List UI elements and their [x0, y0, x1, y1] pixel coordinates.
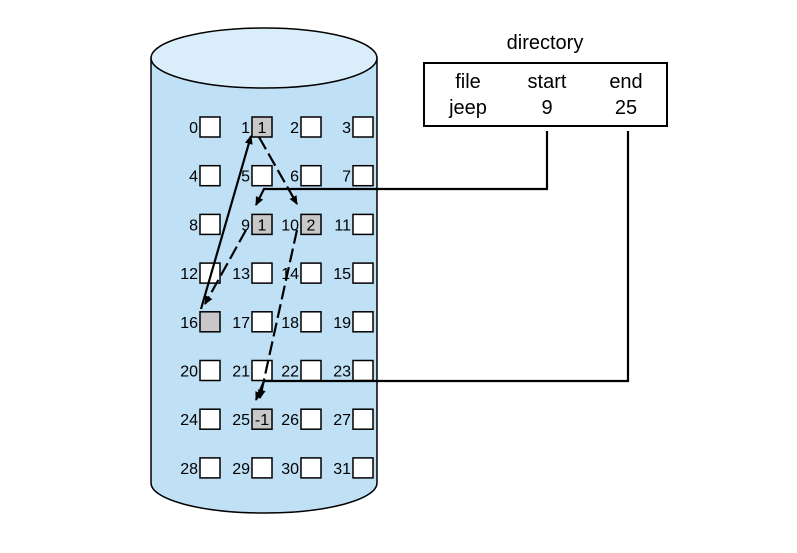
block-number-13: 13: [232, 266, 250, 283]
block-number-15: 15: [333, 266, 351, 283]
block-number-23: 23: [333, 364, 351, 381]
block-pointer-9: 1: [258, 217, 267, 234]
block-number-4: 4: [189, 169, 198, 186]
block-21: [251, 359, 273, 382]
block-number-6: 6: [290, 169, 299, 186]
link-arrow-10-to-25: [257, 229, 299, 399]
block-19: [352, 311, 374, 333]
block-number-31: 31: [333, 461, 351, 478]
block-26: [300, 408, 322, 430]
link-arrow-9-to-16: [204, 229, 247, 305]
block-14: [300, 262, 322, 284]
block-number-21: 21: [232, 364, 250, 381]
block-number-11: 11: [334, 217, 351, 234]
block-20: [199, 359, 221, 382]
directory-header-end: end: [609, 71, 642, 93]
block-number-18: 18: [281, 315, 299, 332]
block-number-17: 17: [232, 315, 250, 332]
block-25: [251, 408, 273, 430]
pointer-arrows: [199, 131, 630, 401]
directory-table: [423, 62, 668, 127]
block-pointer-10: 2: [307, 217, 316, 234]
block-13: [251, 262, 273, 284]
block-10: [300, 213, 322, 236]
block-number-7: 7: [342, 169, 351, 186]
block-number-20: 20: [180, 364, 198, 381]
block-28: [199, 457, 221, 479]
block-29: [251, 457, 273, 479]
block-number-30: 30: [281, 461, 299, 478]
link-arrow-1-to-10: [258, 136, 298, 205]
block-4: [199, 164, 221, 187]
block-31: [352, 457, 374, 479]
block-number-27: 27: [333, 412, 351, 429]
block-number-3: 3: [342, 120, 351, 137]
block-number-26: 26: [281, 412, 299, 429]
block-0: [199, 116, 221, 138]
block-pointer-1: 1: [258, 120, 267, 137]
block-number-9: 9: [241, 217, 250, 234]
block-number-19: 19: [333, 315, 351, 332]
block-number-0: 0: [189, 120, 198, 137]
disk-cylinder-top: [150, 27, 378, 89]
directory-cell-file: jeep: [448, 97, 487, 119]
block-27: [352, 408, 374, 430]
directory: directory file start end jeep 9 25: [423, 32, 668, 127]
directory-cell-end: 25: [615, 97, 637, 119]
directory-cell-start: 9: [541, 97, 552, 119]
block-23: [352, 359, 374, 382]
block-6: [300, 164, 322, 187]
block-30: [300, 457, 322, 479]
block-number-10: 10: [281, 217, 299, 234]
block-pointer-25: -1: [255, 412, 269, 429]
block-number-1: 1: [241, 120, 250, 137]
block-number-22: 22: [281, 364, 299, 381]
block-12: [199, 262, 221, 284]
block-8: [199, 213, 221, 236]
block-number-28: 28: [180, 461, 198, 478]
directory-header-start: start: [528, 71, 567, 93]
block-22: [300, 359, 322, 382]
directory-header-file: file: [455, 71, 481, 93]
block-16: [199, 311, 221, 333]
block-number-29: 29: [232, 461, 250, 478]
block-number-16: 16: [180, 315, 198, 332]
block-2: [300, 116, 322, 138]
block-11: [352, 213, 374, 236]
block-1: [251, 116, 273, 138]
block-18: [300, 311, 322, 333]
block-5: [251, 164, 273, 187]
block-number-14: 14: [281, 266, 299, 283]
block-number-12: 12: [180, 266, 198, 283]
block-number-24: 24: [180, 412, 198, 429]
start-pointer-arrow: [255, 131, 549, 206]
block-3: [352, 116, 374, 138]
link-arrow-16-to-1: [199, 135, 253, 310]
block-number-25: 25: [232, 412, 250, 429]
block-number-8: 8: [189, 217, 198, 234]
directory-title: directory: [507, 32, 584, 54]
block-24: [199, 408, 221, 430]
block-number-5: 5: [241, 169, 250, 186]
block-17: [251, 311, 273, 333]
block-7: [352, 164, 374, 187]
block-number-2: 2: [290, 120, 299, 137]
block-15: [352, 262, 374, 284]
block-9: [251, 213, 273, 236]
